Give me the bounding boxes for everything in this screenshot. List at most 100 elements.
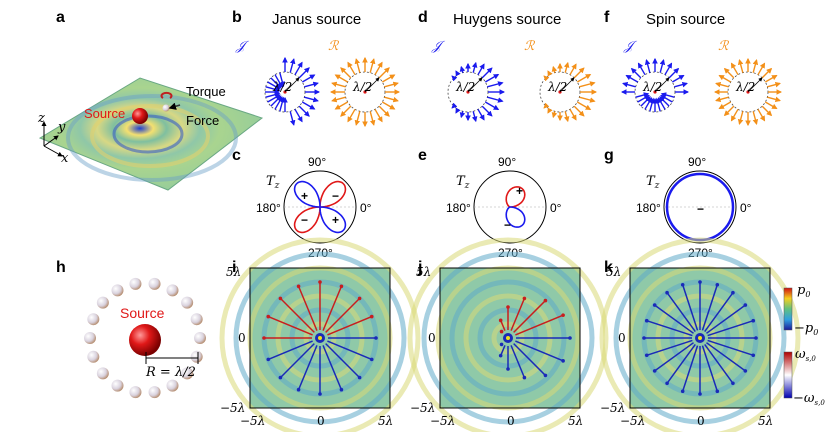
particle-trajectory <box>513 343 546 376</box>
particle-end <box>543 373 548 378</box>
particle-end <box>262 336 266 340</box>
particle-end <box>357 375 362 380</box>
tick-180: 180° <box>446 201 471 215</box>
field-arrow <box>301 74 316 83</box>
tick-y-top: 5λ <box>606 265 621 279</box>
torque-subscript: z <box>464 181 470 191</box>
field-arrow <box>384 96 399 103</box>
particle-end <box>743 303 748 307</box>
panel-label-g: g <box>604 147 614 164</box>
sign-minus: − <box>697 202 704 216</box>
wave-ring <box>66 94 238 182</box>
polar-lobe <box>505 186 526 208</box>
particle-end <box>498 318 503 323</box>
field-arrow <box>471 111 478 123</box>
force-arrow <box>168 102 181 110</box>
field-arrow <box>551 65 558 73</box>
tick-x-mid: 0 <box>697 414 705 428</box>
field-arrow <box>737 59 744 73</box>
panel-a: a Source Torque Force z y x <box>37 9 264 191</box>
wavefront <box>613 251 787 425</box>
particle-trajectory <box>701 345 719 392</box>
tick-y-mid: 0 <box>618 331 626 345</box>
ring-spin-j: λ/2 <box>620 57 690 113</box>
particle-end <box>278 296 283 301</box>
field-arrow <box>569 63 577 76</box>
particle-trajectory <box>279 343 315 379</box>
source-sphere <box>132 108 148 124</box>
particle-trajectory <box>327 340 373 361</box>
field-arrow <box>378 105 390 117</box>
particle-end <box>296 284 301 289</box>
ring-particle <box>166 379 179 392</box>
colorbar-spin: ωs,0 −ωs,0 <box>783 347 825 407</box>
panel-label-h: h <box>56 259 66 276</box>
field-arrow <box>674 81 688 88</box>
field-arrow <box>374 61 383 76</box>
particle-trajectory <box>701 284 719 331</box>
force-label: Force <box>186 113 219 128</box>
tick-0: 0° <box>550 201 562 215</box>
polar-lobe <box>505 206 526 228</box>
map-frame <box>439 267 581 409</box>
field-arrow <box>471 61 478 73</box>
field-arrow <box>381 74 396 83</box>
source-label-a: Source <box>84 106 125 121</box>
title-spin: Spin source <box>646 11 725 28</box>
symbol-j-f: 𝒥 <box>623 39 638 54</box>
particle-end <box>296 387 301 392</box>
sign-minus: − <box>332 189 339 203</box>
field-arrow <box>369 111 376 126</box>
sign-plus: + <box>301 189 308 203</box>
field-arrow <box>752 59 759 73</box>
particle-end <box>266 357 271 362</box>
field-arrow <box>767 96 781 103</box>
panel-label-d: d <box>418 9 428 26</box>
particle-end <box>665 290 669 295</box>
particle-end <box>652 369 657 373</box>
field-arrow <box>551 111 558 119</box>
field-arrow <box>459 111 466 119</box>
radius-label: R = λ/2 <box>145 365 196 380</box>
field-arrow <box>757 108 766 122</box>
torque-axis-label: Tz <box>646 174 660 191</box>
particle-end <box>568 336 572 340</box>
particle-end <box>698 280 702 284</box>
half-wave-label: λ/2 <box>352 80 372 94</box>
field-arrow <box>354 111 361 126</box>
field-arrow <box>543 75 550 82</box>
ring-particle <box>111 284 124 297</box>
particle-trajectory <box>646 319 693 337</box>
field-arrow <box>304 96 319 103</box>
field-arrow <box>655 97 661 112</box>
title-janus: Janus source <box>272 11 361 28</box>
particle-trajectory <box>325 343 361 379</box>
particle-end <box>357 296 362 301</box>
panel-label-a: a <box>56 9 65 26</box>
ring-particle <box>190 313 203 326</box>
particle-end <box>318 280 322 284</box>
field-arrow <box>547 107 553 114</box>
half-wave-label: λ/2 <box>735 80 755 94</box>
ring-particle <box>87 313 100 326</box>
title-huygens: Huygens source <box>453 11 561 28</box>
map-frame <box>249 267 391 409</box>
wavefront <box>219 237 421 432</box>
field-arrow <box>723 67 735 79</box>
symbol-r-b: ℛ <box>328 39 340 54</box>
particle-trajectory <box>704 344 734 384</box>
panel-label-j: j <box>417 259 422 276</box>
field-arrow <box>484 101 500 111</box>
field-arrow <box>304 81 319 88</box>
probe-particle <box>162 104 170 112</box>
polar-lobe <box>293 180 347 234</box>
field-arrow <box>378 67 390 79</box>
particle-trajectory <box>666 344 696 384</box>
particle-end <box>731 381 735 386</box>
tick-y-bottom: −5λ <box>600 401 625 415</box>
torque-label: Torque <box>186 84 226 99</box>
particle-end <box>278 375 283 380</box>
ring-particle <box>96 367 109 380</box>
particle-end <box>751 318 756 323</box>
ring-particle <box>129 386 142 399</box>
